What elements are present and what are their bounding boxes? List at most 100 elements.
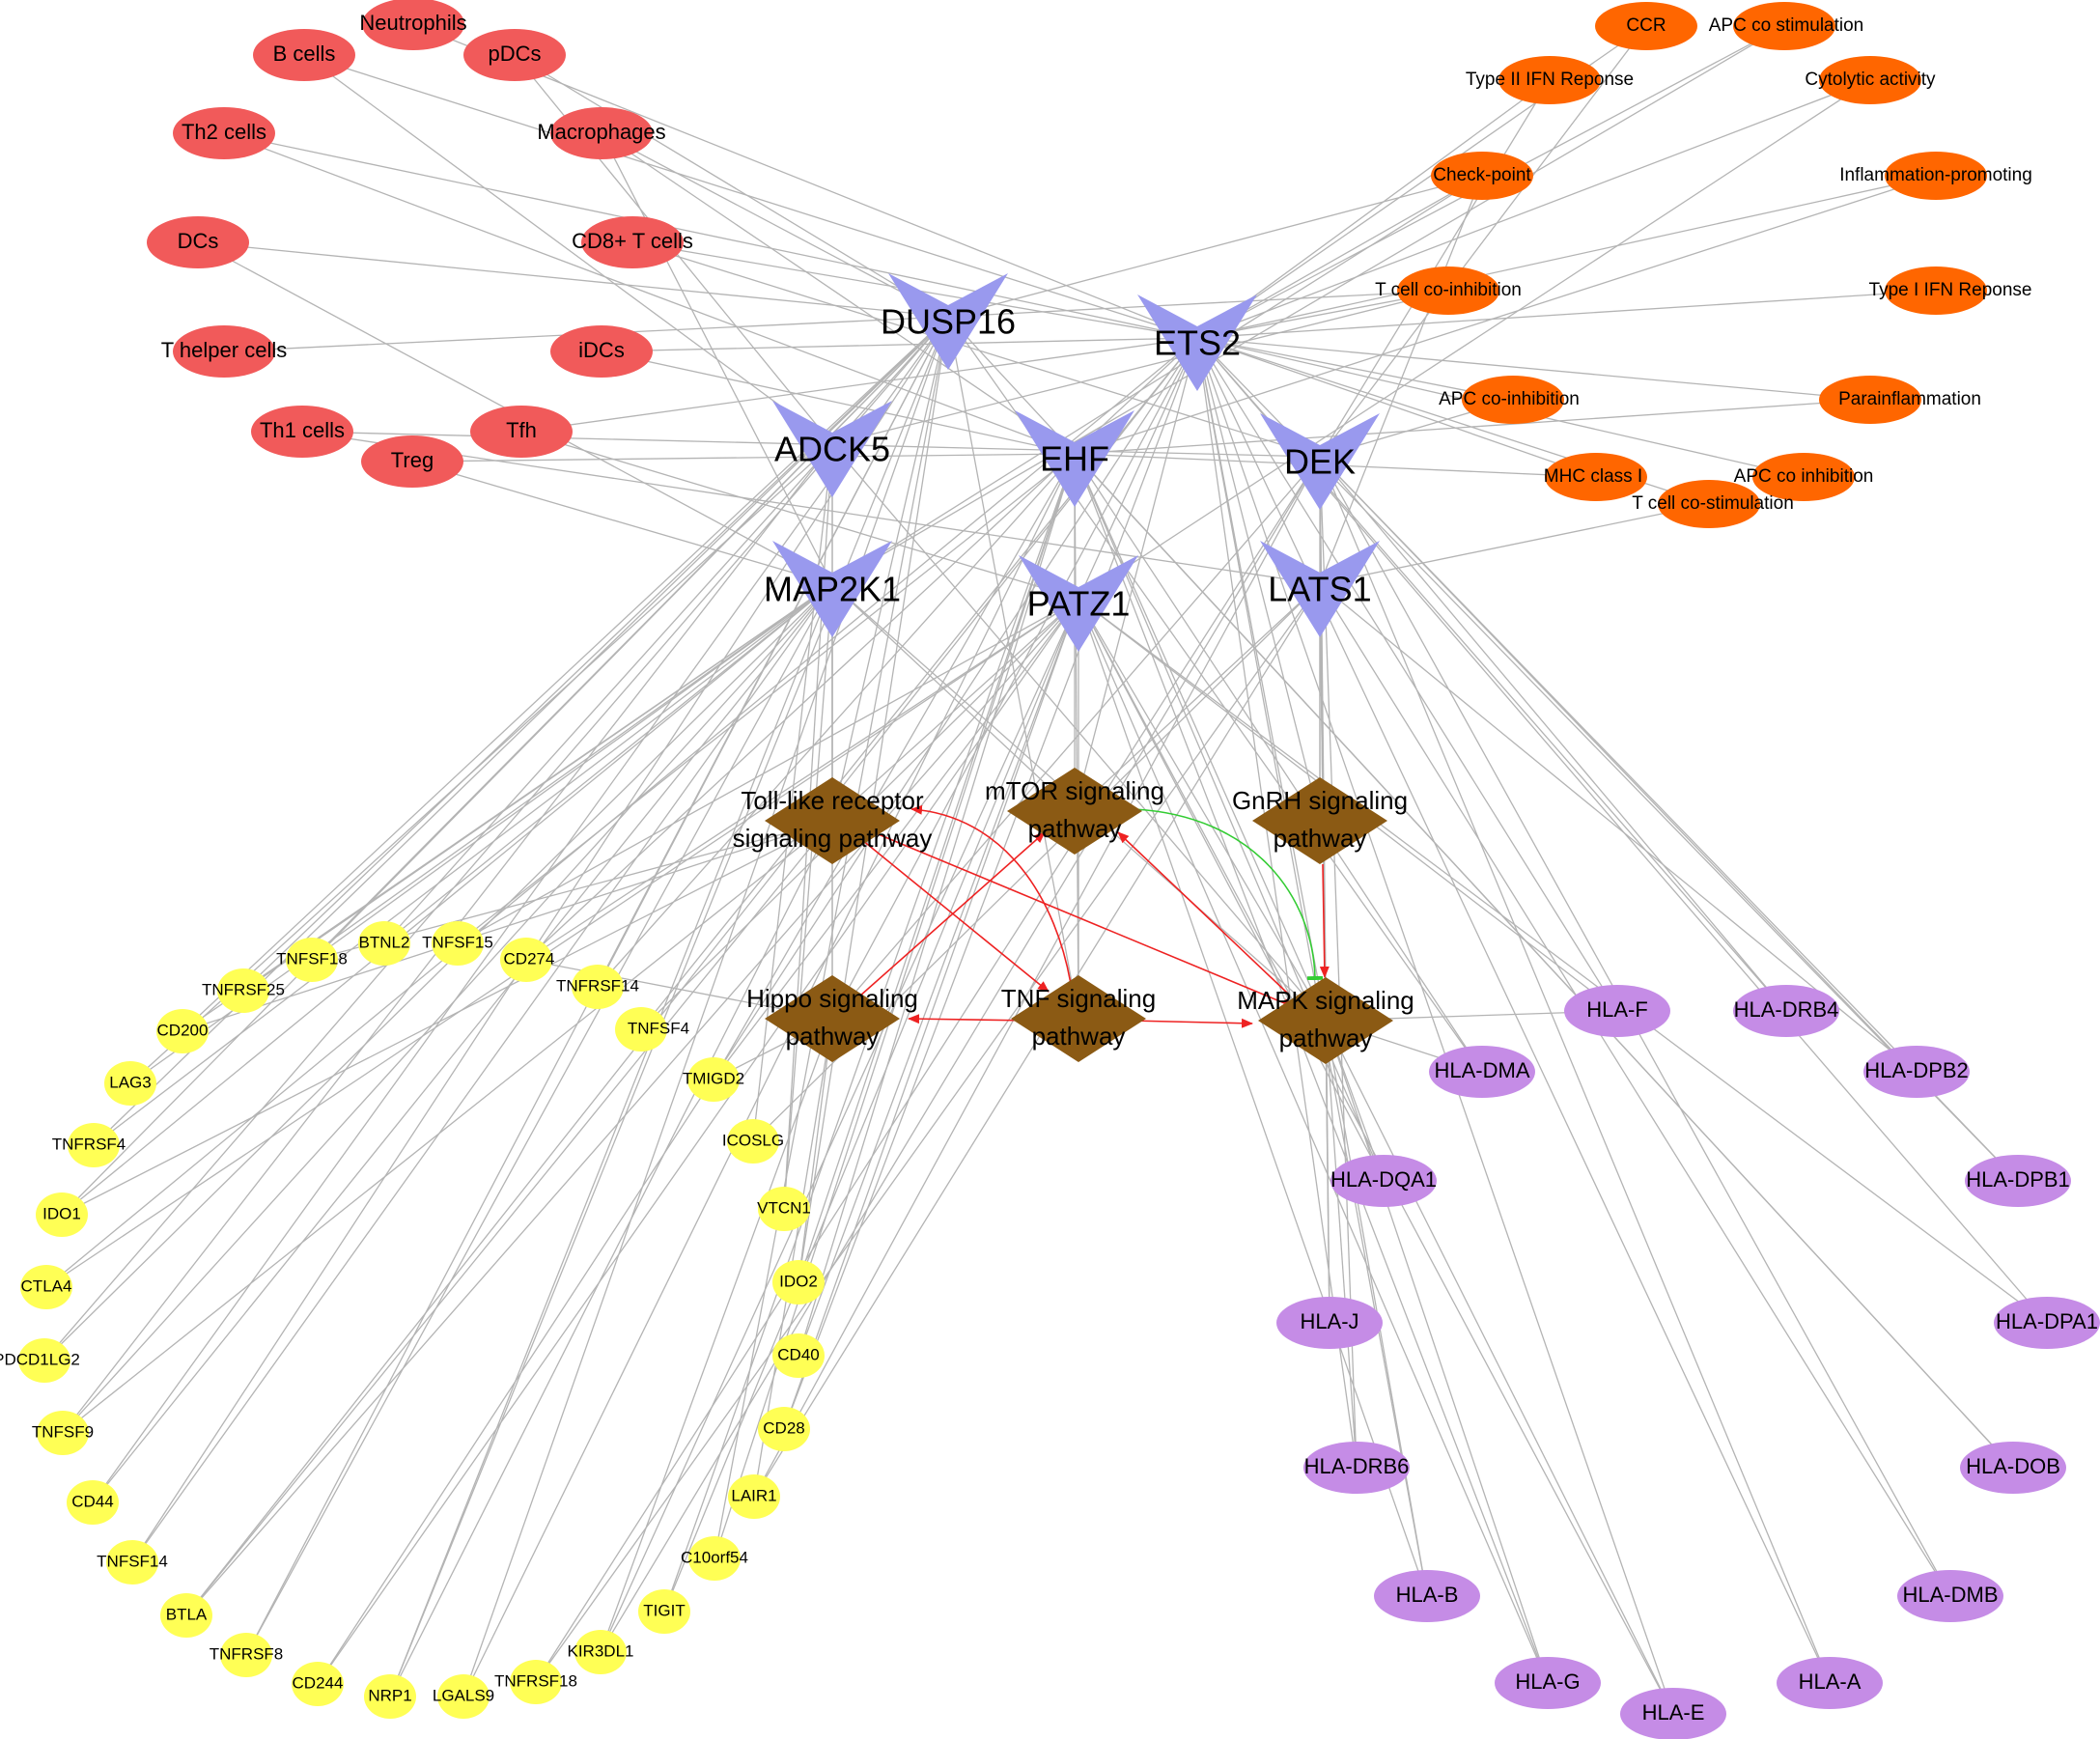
edge-78 [383,583,833,944]
immune-cell-node-b-cells[interactable] [253,29,355,81]
hla-gene-node-hla-dmb[interactable] [1897,1570,2003,1622]
immune-function-node-parainflammation[interactable] [1819,376,1921,424]
immune-function-node-t-cell-co-stimulation[interactable] [1658,480,1760,528]
immune-function-node-apc-co-stimulation[interactable] [1733,2,1835,50]
hla-gene-node-hla-dpa1[interactable] [1994,1297,2100,1349]
hub-gene-node-ehf[interactable] [1015,410,1134,507]
immune-cell-node-t-helper-cells[interactable] [173,325,275,378]
hub-gene-node-patz1[interactable] [1019,555,1138,652]
hla-gene-node-hla-e[interactable] [1620,1688,1726,1739]
hub-gene-node-dusp16[interactable] [888,273,1008,370]
immune-cell-node-th1-cells[interactable] [251,406,353,458]
checkpoint-gene-node-pdcd1lg2[interactable] [18,1338,70,1383]
checkpoint-gene-node-btla[interactable] [160,1593,212,1638]
checkpoint-gene-node-cd200[interactable] [156,1009,209,1053]
hla-gene-node-hla-g[interactable] [1495,1657,1601,1709]
checkpoint-gene-node-tnfsf4[interactable] [615,1007,667,1052]
hla-gene-node-hla-dpb1[interactable] [1965,1155,2071,1207]
pathway-node-mapk-signaling[interactable] [1258,977,1393,1064]
checkpoint-gene-node-tmigd2[interactable] [687,1057,740,1102]
checkpoint-gene-node-cd40[interactable] [772,1333,825,1378]
pathway-node-hippo-signaling[interactable] [765,975,900,1062]
checkpoint-gene-node-cd274[interactable] [500,938,552,982]
checkpoint-gene-node-tnfrsf8[interactable] [220,1633,272,1677]
checkpoint-gene-node-ido1[interactable] [36,1192,88,1237]
immune-function-node-cytolytic-activity[interactable] [1819,56,1921,104]
hla-gene-node-hla-drb6[interactable] [1303,1442,1410,1494]
checkpoint-gene-node-ctla4[interactable] [20,1265,72,1309]
immune-cell-label-idcs: iDCs [578,338,625,362]
checkpoint-gene-node-tnfsf18[interactable] [286,938,338,982]
checkpoint-gene-node-cd44[interactable] [67,1480,119,1525]
checkpoint-gene-node-nrp1[interactable] [364,1674,416,1719]
hub-gene-node-dek[interactable] [1260,413,1380,510]
immune-cell-node-cd8-t-cells[interactable] [581,216,684,268]
hla-gene-node-hla-j[interactable] [1276,1297,1383,1349]
immune-function-node-type-i-ifn-reponse[interactable] [1885,266,1987,315]
hla-gene-node-hla-f[interactable] [1564,985,1670,1037]
pathway-node-tnf-signaling[interactable] [1011,975,1146,1062]
checkpoint-gene-label-kir3dl1: KIR3DL1 [568,1641,634,1660]
hub-gene-node-lats1[interactable] [1260,541,1380,637]
pathway-label-mapk-signaling-line1: MAPK signaling [1237,986,1414,1015]
immune-function-node-inflammation-promoting[interactable] [1885,152,1987,200]
checkpoint-gene-node-tnfrsf4[interactable] [68,1123,120,1167]
immune-function-label-type-ii-ifn-reponse: Type II IFN Reponse [1466,70,1634,90]
checkpoint-gene-node-ido2[interactable] [772,1260,825,1304]
checkpoint-gene-label-cd40: CD40 [777,1345,819,1363]
checkpoint-gene-node-btnl2[interactable] [358,921,410,966]
checkpoint-gene-node-tnfrsf18[interactable] [510,1660,562,1704]
edge-135 [663,598,1079,1613]
immune-function-node-apc-co-inhibition[interactable] [1462,376,1564,424]
checkpoint-gene-label-lair1: LAIR1 [731,1486,776,1504]
checkpoint-gene-node-tnfrsf14[interactable] [572,965,624,1009]
mapk-to-mtor-arrow [1117,831,1290,996]
hla-gene-node-hla-dob[interactable] [1960,1442,2066,1494]
hla-gene-node-hla-b[interactable] [1374,1570,1480,1622]
immune-cell-node-idcs[interactable] [550,325,653,378]
hub-gene-node-ets2[interactable] [1137,295,1257,391]
immune-function-node-apc-co-inhibition[interactable] [1752,453,1855,501]
immune-function-node-t-cell-co-inhibition[interactable] [1397,266,1499,315]
checkpoint-gene-node-lag3[interactable] [104,1061,156,1106]
immune-function-node-mhc-class-i[interactable] [1545,453,1647,501]
immune-cell-node-macrophages[interactable] [550,107,653,159]
checkpoint-gene-node-tnfsf15[interactable] [432,921,484,966]
immune-cell-node-th2-cells[interactable] [173,107,275,159]
pathway-node-gnrh-signaling[interactable] [1252,777,1387,864]
checkpoint-gene-node-tnfsf14[interactable] [106,1540,158,1585]
immune-function-node-check-point[interactable] [1431,152,1533,200]
edge-145 [389,583,833,1697]
hub-gene-node-map2k1[interactable] [772,541,892,637]
pathway-label-tnf-signaling-line1: TNF signaling [1001,984,1156,1013]
checkpoint-gene-node-tnfrsf25[interactable] [217,968,269,1013]
checkpoint-gene-node-cd28[interactable] [758,1407,810,1451]
checkpoint-gene-node-tigit[interactable] [638,1589,690,1634]
hla-gene-node-hla-dma[interactable] [1429,1046,1535,1098]
immune-cell-node-pdcs[interactable] [463,29,566,81]
checkpoint-gene-node-tnfsf9[interactable] [37,1411,89,1455]
hla-gene-node-hla-dpb2[interactable] [1863,1046,1970,1098]
pathway-node-mtor-signaling[interactable] [1007,768,1142,855]
hla-gene-node-hla-a[interactable] [1777,1657,1883,1709]
checkpoint-gene-node-icoslg[interactable] [727,1119,779,1164]
immune-cell-node-neutrophils[interactable] [362,0,464,50]
immune-cell-node-tfh[interactable] [470,406,573,458]
checkpoint-gene-node-lair1[interactable] [728,1474,780,1519]
pathway-node-toll-like-receptor[interactable] [765,777,900,864]
checkpoint-gene-node-c10orf54[interactable] [688,1536,741,1581]
checkpoint-gene-node-vtcn1[interactable] [758,1187,810,1231]
checkpoint-gene-node-cd244[interactable] [292,1662,344,1706]
hla-gene-node-hla-drb4[interactable] [1733,985,1839,1037]
immune-cell-node-dcs[interactable] [147,216,249,268]
immune-cell-node-treg[interactable] [361,435,463,488]
checkpoint-gene-node-kir3dl1[interactable] [574,1630,627,1674]
hla-gene-node-hla-dqa1[interactable] [1330,1155,1437,1207]
immune-function-node-type-ii-ifn-reponse[interactable] [1498,56,1601,104]
hub-gene-node-adck5[interactable] [772,401,892,497]
hub-gene-label-ets2: ETS2 [1154,323,1241,363]
checkpoint-gene-node-lgals9[interactable] [437,1674,490,1719]
immune-function-node-ccr[interactable] [1595,2,1697,50]
edge-42 [1196,337,1871,401]
edge-142 [317,337,1198,1685]
